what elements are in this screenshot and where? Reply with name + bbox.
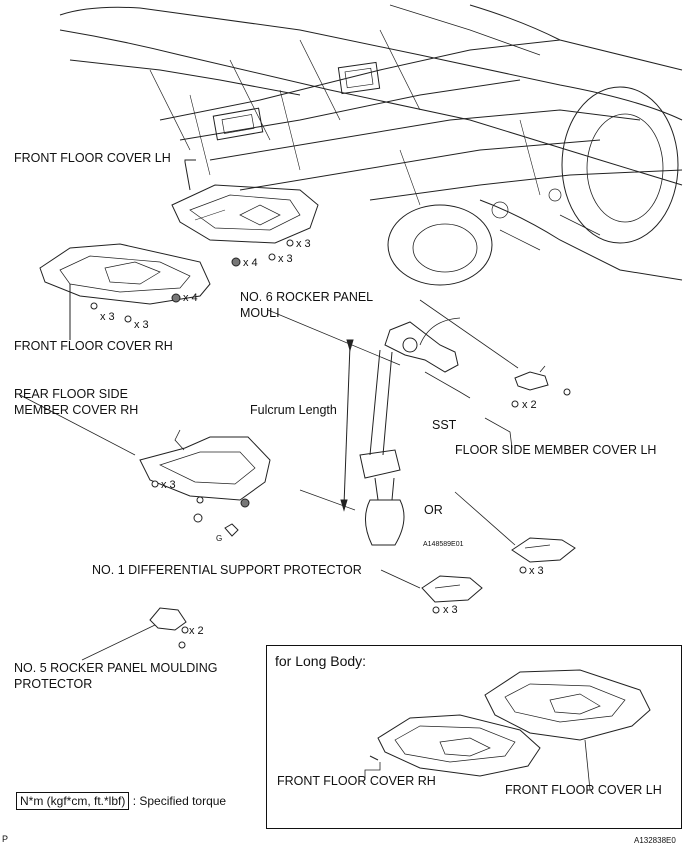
fastener-group-rh [90,293,181,323]
sst-label: SST [432,418,457,432]
qty-rh-2: x 3 [100,311,115,323]
qty-rear-1: x 3 [161,479,176,491]
fastener-group-rear [151,480,250,537]
torque-legend: N*m (kgf*cm, ft.*lbf) : Specified torque [16,792,227,810]
rear-floor-side-member-label-line2: MEMBER COVER RH [14,403,139,417]
no6-rocker-bracket-part [514,365,571,396]
qty-diff: x 3 [443,604,458,616]
long-body-panel: for Long Body: FRONT FLOOR COVER RH FRON… [266,645,682,829]
vehicle-underbody-illustration [59,4,683,286]
qty-lh-1: x 3 [296,238,311,250]
figure-code: A132838E0 [634,836,676,845]
no6-rocker-label-line1: NO. 6 ROCKER PANEL [240,290,374,304]
torque-unit-box: N*m (kgf*cm, ft.*lbf) [16,792,130,810]
no5-rocker-protector-part [149,607,189,649]
g-mark-label: G [216,534,223,543]
differential-protector-part-right [511,537,576,574]
rear-floor-side-member-label-line1: REAR FLOOR SIDE [14,387,128,401]
leader-lines [81,299,519,661]
long-body-rh-label: FRONT FLOOR COVER RH [277,774,436,788]
differential-protector-part [421,575,483,614]
rear-floor-side-member-cover-rh-part [19,394,271,501]
long-body-floor-cover-rh-part [369,714,541,777]
qty-rh-3: x 3 [134,319,149,331]
no6-rocker-label-line2: MOULI [240,306,280,320]
long-body-title: for Long Body: [275,653,367,669]
torque-legend-text: : Specified torque [132,794,227,808]
no5-rocker-label-line2: PROTECTOR [14,677,93,691]
protector-fragment-label: OR [424,503,443,517]
qty-bracket: x 2 [522,399,537,411]
qty-diff-right: x 3 [529,565,544,577]
qty-lh-2: x 3 [278,253,293,265]
front-floor-cover-lh-label: FRONT FLOOR COVER LH [14,151,171,165]
long-body-floor-cover-lh-part [484,669,651,791]
front-floor-cover-lh-part [171,159,319,244]
fastener-group-lh [231,239,294,267]
no1-differential-protector-label: NO. 1 DIFFERENTIAL SUPPORT PROTECTOR [92,563,362,577]
footer-left-mark: P [2,834,9,844]
fastener-lh-bracket [511,400,519,408]
floor-side-member-cover-lh-label: FLOOR SIDE MEMBER COVER LH [455,443,657,457]
inset-code-label: A148589E01 [423,541,464,548]
qty-lh-3: x 4 [243,257,258,269]
fulcrum-length-label: Fulcrum Length [250,403,337,417]
front-floor-cover-rh-part [39,243,211,340]
front-floor-cover-rh-label: FRONT FLOOR COVER RH [14,339,173,353]
no5-rocker-label-line1: NO. 5 ROCKER PANEL MOULDING [14,661,218,675]
sst-torque-tool [299,317,461,546]
qty-rh-1: x 4 [183,292,198,304]
qty-no5: x 2 [189,625,204,637]
long-body-lh-label: FRONT FLOOR COVER LH [505,783,662,797]
